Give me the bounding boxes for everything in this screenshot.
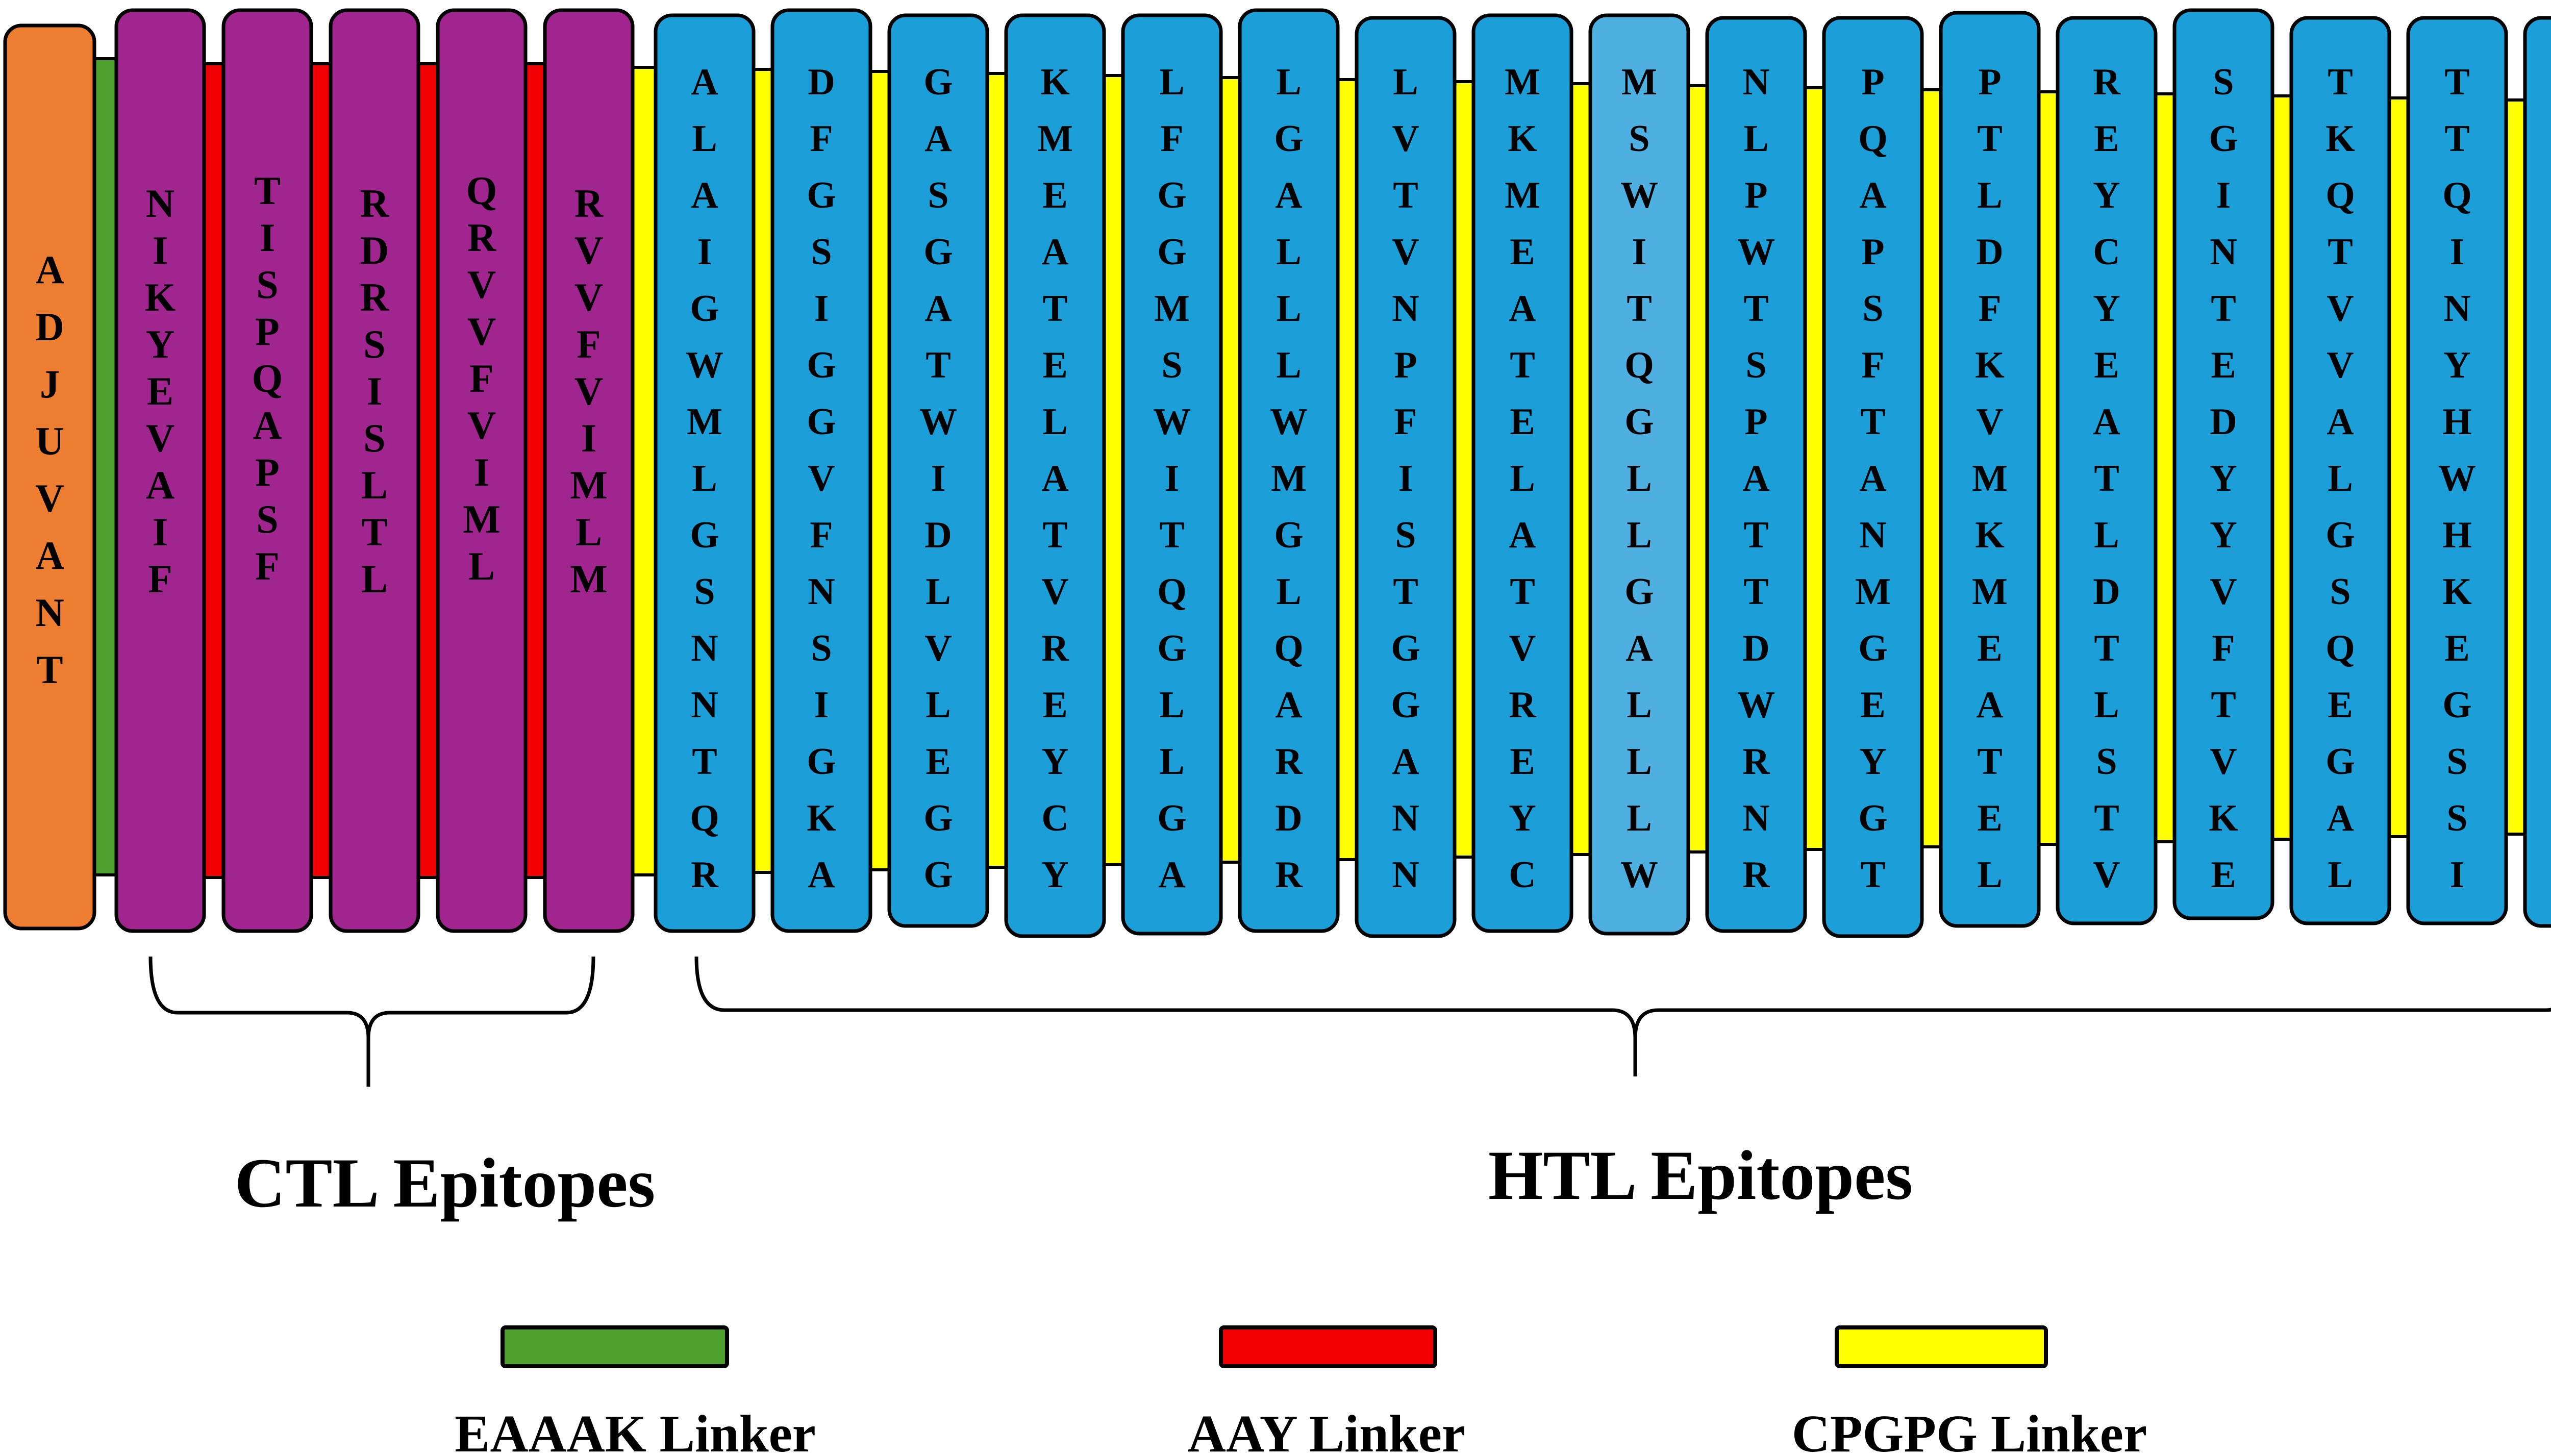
htl-epitope-block-shape	[1004, 13, 1106, 938]
ctl-epitope-block-shape	[221, 8, 313, 933]
cpgpg-linker-label: CPGPG Linker	[1792, 1404, 2147, 1456]
aay-linker-label: AAY Linker	[1188, 1404, 1465, 1456]
htl-epitope-block-shape	[2172, 8, 2274, 920]
group-braces	[148, 956, 2551, 1087]
htl-epitope-block-shape	[2523, 16, 2551, 928]
htl-epitope-block-shape	[2406, 16, 2508, 925]
htl-epitopes-label: HTL Epitopes	[1488, 1136, 1913, 1214]
eaaak-linker-swatch	[501, 1325, 729, 1368]
htl-epitope-block-shape	[2289, 16, 2391, 925]
htl-epitope-block: TIDCEARSGINTEDY	[2523, 16, 2551, 928]
htl-epitope-block-shape	[1471, 13, 1573, 933]
htl-epitope-block-shape	[1822, 16, 1924, 938]
htl-epitope-block-shape	[1121, 13, 1223, 936]
legend: EAAAK Linker AAY Linker CPGPG Linker	[455, 1325, 2147, 1456]
htl-epitope-block-shape	[1705, 16, 1807, 933]
ctl-epitope-block-shape	[436, 8, 528, 933]
htl-brace	[694, 956, 2551, 1076]
eaaak-linker-label: EAAAK Linker	[455, 1404, 816, 1456]
htl-epitope-block-shape	[654, 13, 756, 933]
htl-epitope-block-shape	[887, 13, 989, 928]
htl-epitope-block-shape	[1588, 13, 1690, 936]
aay-linker-swatch	[1219, 1325, 1437, 1368]
ctl-epitopes-label: CTL Epitopes	[235, 1144, 655, 1222]
htl-epitope-block-shape	[1939, 11, 2041, 928]
htl-epitope-block-shape	[2056, 16, 2158, 925]
ctl-epitope-block-shape	[543, 8, 635, 933]
ctl-epitope-block-shape	[329, 8, 420, 933]
htl-epitope-block-shape	[1355, 16, 1457, 938]
htl-epitope-block-shape	[770, 8, 872, 933]
ctl-brace	[148, 956, 595, 1087]
cpgpg-linker-swatch	[1835, 1325, 2048, 1368]
htl-epitope-block-shape	[1238, 8, 1340, 933]
adjuvant-block-shape	[3, 23, 96, 931]
ctl-epitope-block-shape	[114, 8, 206, 933]
